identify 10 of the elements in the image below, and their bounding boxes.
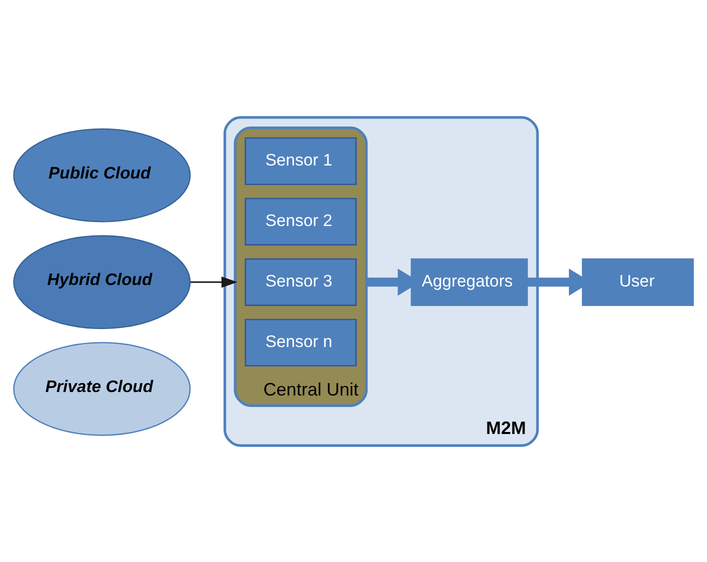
- node-ellipse: Public Cloud: [13, 128, 191, 222]
- node-ellipse: Hybrid Cloud: [13, 234, 191, 329]
- node-box: Aggregators: [410, 258, 528, 306]
- arrow: [190, 276, 238, 288]
- node-box: Sensor 2: [244, 197, 357, 245]
- node-box: Sensor n: [244, 318, 357, 366]
- node-box: Sensor 1: [244, 136, 357, 184]
- node-box: User: [582, 258, 694, 306]
- node-box: Sensor 3: [244, 258, 357, 306]
- node-ellipse: Private Cloud: [13, 341, 191, 436]
